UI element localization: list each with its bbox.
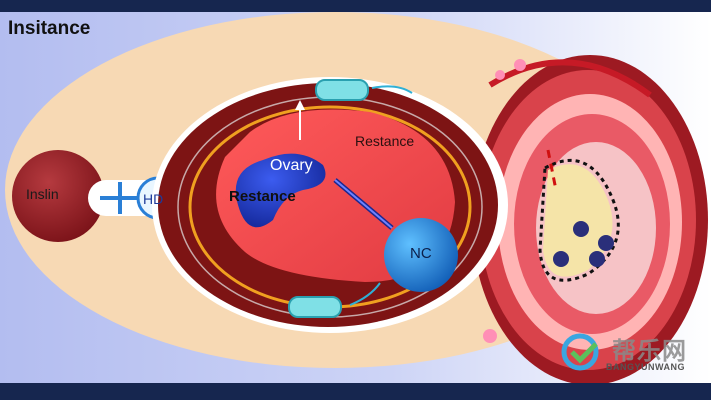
channel-bottom [288,296,342,318]
up-arrow-head [295,100,305,110]
nc-sphere [384,218,458,292]
insulin-ball [12,150,104,242]
watermark-english: BANGYUNWANG [606,362,685,372]
watermark-logo-icon [561,333,599,371]
resistance-label-left: Restance [229,188,296,205]
nc-label: NC [410,245,432,262]
arrow-bottom [349,282,381,306]
pointer-line-highlight [334,179,393,229]
bottom-bar [0,383,711,400]
tissue-cross-section [472,55,708,385]
ovary-label: Ovary [270,157,313,174]
diagram-title: Insitance [8,18,91,39]
watermark-check-icon [570,342,598,364]
receptor-label: HD [143,191,164,207]
channel-top [315,79,369,101]
insulin-label: Inslin [26,186,59,202]
top-bar [0,0,711,12]
arrow-top-right [371,85,413,94]
resistance-label-right: Restance [355,133,415,149]
watermark-chinese: 帮乐网 [612,337,687,365]
plus-vertical [118,182,122,214]
ovary-blob [235,153,326,228]
